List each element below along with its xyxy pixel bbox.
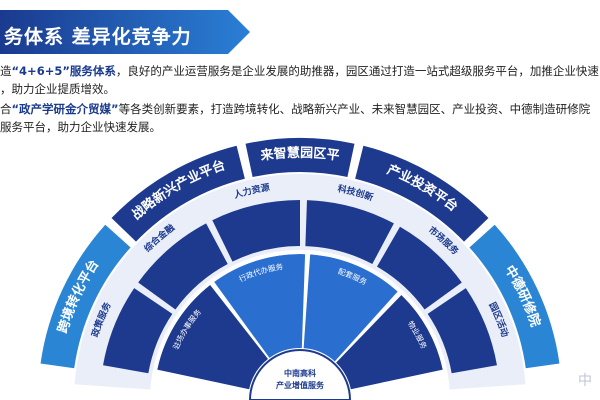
service-detail-box (212, 200, 300, 262)
service-detail-box (377, 226, 462, 310)
inner-ring-segment (336, 294, 443, 390)
title-banner-shape (0, 10, 250, 54)
page-title: 务体系 差异化竞争力 (4, 26, 192, 48)
service-detail-box (103, 288, 173, 374)
middle-ring-band (74, 173, 526, 390)
center-hub (248, 349, 352, 400)
highlight-innovation-elements: “政产学研金介贸媒” (11, 102, 119, 116)
outer-ring-segment (40, 224, 131, 369)
service-detail-box (427, 288, 497, 374)
center-subtitle: 产业增值服务 (276, 380, 325, 390)
inner-ring-segment (157, 284, 268, 390)
inner-ring-segment (214, 254, 306, 358)
inner-ring-segment (303, 254, 398, 362)
intro-line-2: ，助力企业提质增效。 (0, 82, 115, 96)
service-detail-box (138, 223, 228, 310)
outer-ring-segment (469, 224, 560, 369)
center-title: 中南高科 (284, 368, 316, 378)
intro-line-4: 服务平台，助力企业快速发展。 (0, 120, 161, 134)
intro-line-1: 造“4+6+5”服务体系，良好的产业运营服务是企业发展的助推器，园区通过打造一站… (0, 64, 599, 78)
section-title-banner: 务体系 差异化竞争力 (0, 10, 250, 54)
highlight-service-system: “4+6+5”服务体系 (11, 64, 116, 78)
intro-line-3: 合“政产学研金介贸媒”等各类创新要素，打造跨境转化、战略新兴产业、未来智慧园区、… (0, 102, 591, 116)
corner-watermark: 中 (578, 373, 592, 389)
outer-ring-segment (355, 145, 489, 242)
outer-ring-segment (111, 145, 245, 242)
service-detail-box (305, 200, 394, 265)
outer-ring-segment (245, 138, 355, 177)
